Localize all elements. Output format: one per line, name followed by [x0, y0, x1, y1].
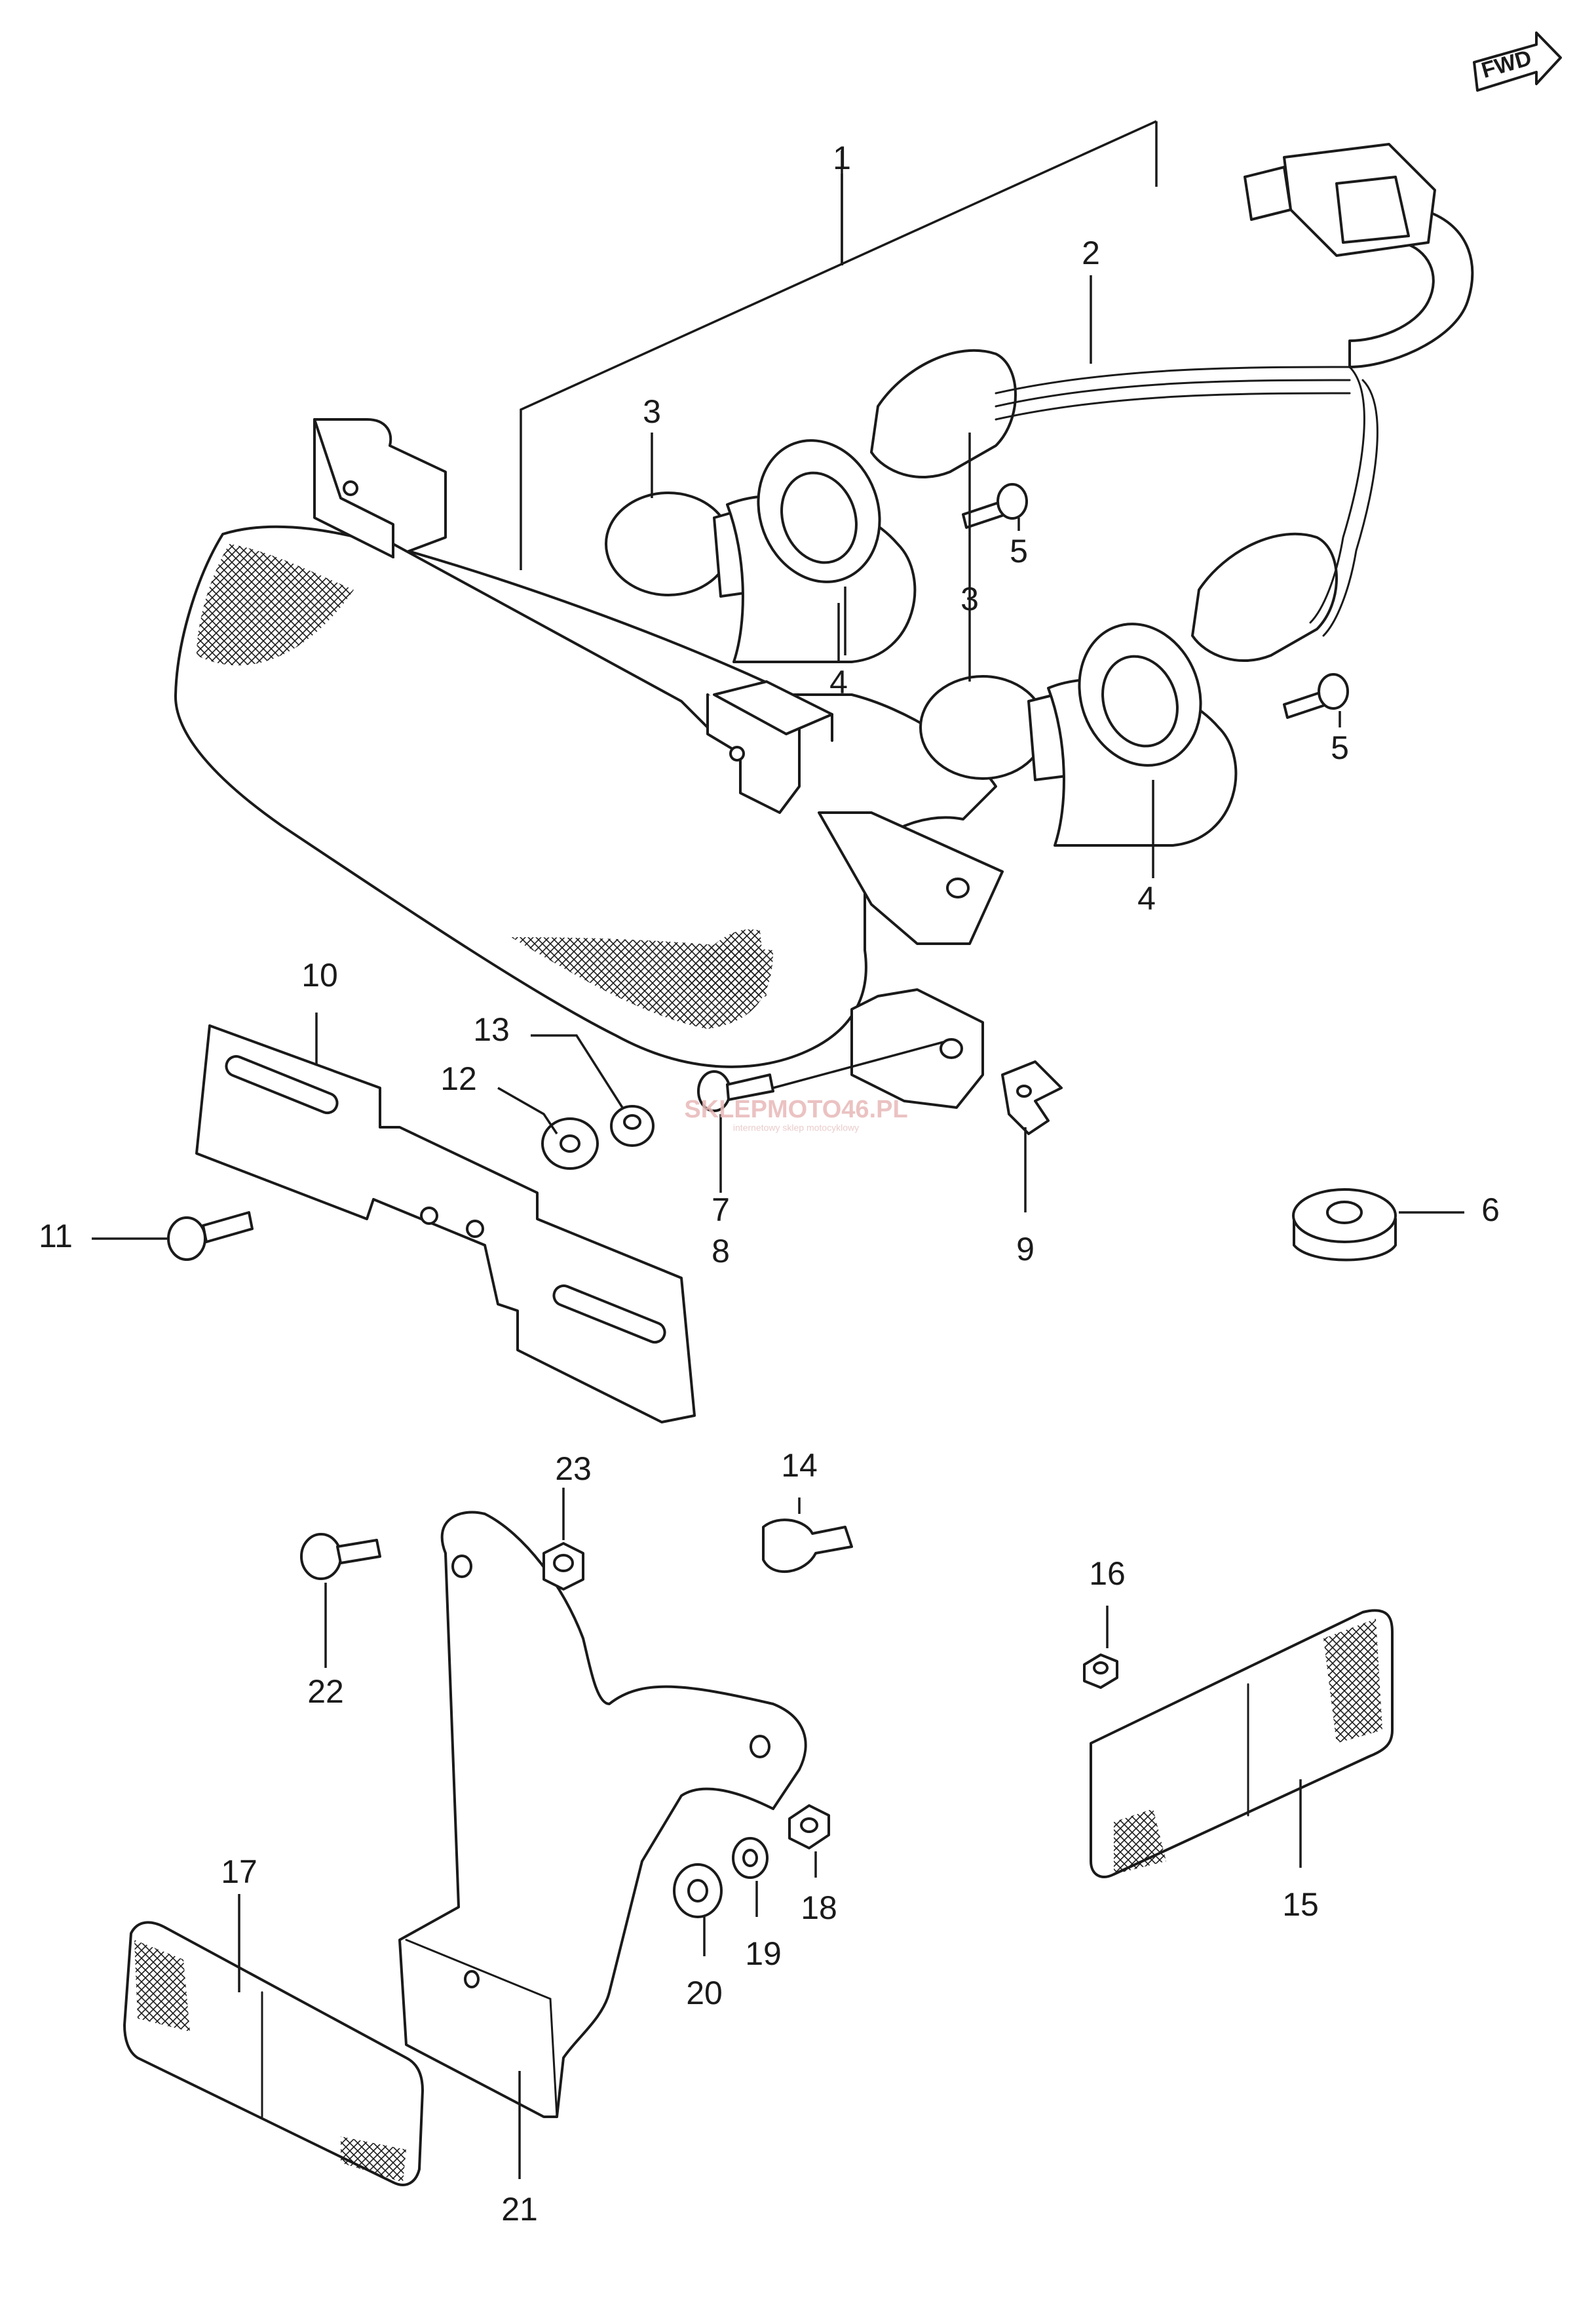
screw-5-lower [1283, 673, 1349, 719]
socket-bulb-upper [605, 349, 1017, 663]
callout-4b: 4 [1137, 880, 1156, 917]
callout-6: 6 [1481, 1191, 1500, 1228]
callout-3b: 3 [960, 581, 979, 617]
callout-20: 20 [686, 1975, 723, 2011]
bolt-11 [167, 1211, 254, 1261]
callout-17: 17 [221, 1853, 257, 1890]
callout-5a: 5 [1010, 533, 1028, 570]
fwd-arrow-icon: FWD [1473, 31, 1562, 92]
watermark: SKLEPMOTO46.PL internetowy sklep motocyk… [684, 1096, 907, 1133]
callout-21: 21 [501, 2191, 538, 2228]
callout-8: 8 [712, 1233, 730, 1269]
callout-13: 13 [473, 1011, 510, 1048]
bracket-21 [398, 1511, 807, 2118]
screw-7 [697, 1041, 944, 1112]
nut-18 [788, 1804, 830, 1849]
wire-harness [995, 143, 1474, 637]
reflector-15 [1090, 1609, 1394, 1878]
clip-9 [1001, 1060, 1063, 1135]
nut-16 [1083, 1653, 1118, 1689]
screw-5-upper [962, 483, 1028, 529]
callout-19: 19 [745, 1935, 782, 1972]
bulb-14 [762, 1518, 853, 1573]
callout-11: 11 [39, 1218, 73, 1254]
callout-16: 16 [1089, 1555, 1126, 1592]
callout-4a: 4 [829, 664, 848, 701]
callout-10: 10 [301, 957, 338, 994]
leader-lines [92, 174, 1464, 2179]
callout-22: 22 [307, 1673, 344, 1710]
grommet-6 [1292, 1188, 1397, 1262]
callout-2: 2 [1082, 235, 1100, 271]
callout-23: 23 [555, 1450, 592, 1487]
callout-18: 18 [801, 1889, 837, 1926]
callout-9: 9 [1016, 1231, 1035, 1267]
plate-bracket-10 [195, 1024, 696, 1423]
tail-lamp-housing [174, 418, 1004, 1109]
callout-5b: 5 [1331, 729, 1349, 766]
watermark-main: SKLEPMOTO46.PL [684, 1096, 907, 1123]
watermark-sub: internetowy sklep motocyklowy [733, 1123, 859, 1133]
callout-12: 12 [440, 1060, 477, 1097]
callout-14: 14 [781, 1447, 818, 1484]
reflector-17 [123, 1921, 424, 2186]
callout-15: 15 [1282, 1886, 1319, 1923]
washer-19 [732, 1837, 769, 1879]
callout-7: 7 [712, 1191, 730, 1228]
washer-20 [673, 1863, 723, 1918]
screw-22 [300, 1533, 381, 1580]
callout-1: 1 [833, 140, 851, 176]
nut-23 [542, 1542, 584, 1591]
nut-13 [610, 1105, 655, 1147]
callout-3a: 3 [643, 393, 661, 430]
socket-bulb-lower [919, 532, 1338, 847]
callout-labels: 1 2 3 3 4 4 5 5 6 7 8 9 10 11 12 13 14 1… [39, 140, 1500, 2228]
